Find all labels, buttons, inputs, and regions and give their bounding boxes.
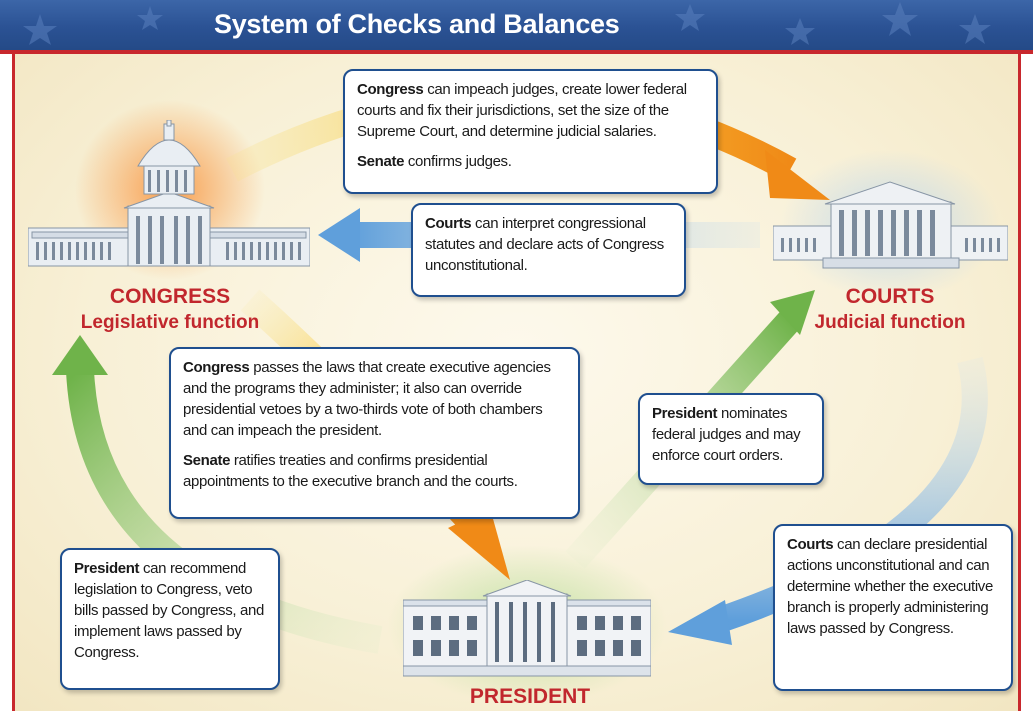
arrowhead-congress-to-president xyxy=(448,508,510,580)
arrowhead-president-to-congress xyxy=(52,335,108,375)
box-lead: President xyxy=(652,405,718,422)
box-president-to-congress: President can recommend legislation to C… xyxy=(60,548,280,690)
box-text: can declare presidential actions unconst… xyxy=(787,536,993,637)
president-label: PRESIDENT xyxy=(440,684,620,710)
star-icon xyxy=(785,18,815,45)
box-lead: Senate xyxy=(183,452,231,469)
courts-label: COURTS Judicial function xyxy=(800,284,980,336)
arrowhead-courts-to-congress xyxy=(318,208,360,262)
box-congress-to-president: Congress passes the laws that create exe… xyxy=(169,347,580,519)
box-lead: Congress xyxy=(357,81,424,98)
box-lead: President xyxy=(74,560,140,577)
star-icon xyxy=(675,4,705,31)
header-divider xyxy=(0,50,1033,54)
box-text: can interpret congressional statutes and… xyxy=(425,215,664,274)
star-icon xyxy=(882,2,918,36)
star-icon xyxy=(959,14,991,44)
courts-function: Judicial function xyxy=(814,312,966,333)
arrowhead-president-to-courts xyxy=(770,290,815,335)
box-courts-to-congress: Courts can interpret congressional statu… xyxy=(411,203,686,297)
arrowhead-courts-to-president xyxy=(668,600,732,645)
box-text: ratifies treaties and confirms president… xyxy=(183,452,518,490)
star-icon xyxy=(23,14,57,45)
page-title: System of Checks and Balances xyxy=(214,9,620,39)
capitol-building-icon xyxy=(28,120,310,267)
congress-name: CONGRESS xyxy=(109,285,231,308)
box-lead: Congress xyxy=(183,359,250,376)
box-lead: Courts xyxy=(425,215,472,232)
box-text: passes the laws that create executive ag… xyxy=(183,359,551,439)
box-courts-to-president: Courts can declare presidential actions … xyxy=(773,524,1013,691)
congress-label: CONGRESS Legislative function xyxy=(70,284,270,336)
header-banner: System of Checks and Balances xyxy=(0,0,1033,50)
box-text: nominates federal judges and may enforce… xyxy=(652,405,801,464)
supreme-court-building-icon xyxy=(773,181,1008,269)
courts-name: COURTS xyxy=(845,285,935,308)
arrowhead-congress-to-courts xyxy=(765,150,830,200)
box-president-to-courts: President nominates federal judges and m… xyxy=(638,393,824,485)
president-name: PRESIDENT xyxy=(469,685,591,708)
arrow-president-to-congress xyxy=(66,369,383,654)
star-pattern xyxy=(23,2,991,45)
congress-function: Legislative function xyxy=(80,312,260,333)
box-text: can impeach judges, create lower federal… xyxy=(357,81,687,140)
box-lead: Senate xyxy=(357,153,405,170)
box-congress-to-courts: Congress can impeach judges, create lowe… xyxy=(343,69,718,194)
star-icon xyxy=(137,6,163,30)
box-text: confirms judges. xyxy=(404,153,512,170)
white-house-building-icon xyxy=(403,580,651,677)
box-text: can recommend legislation to Congress, v… xyxy=(74,560,264,661)
box-lead: Courts xyxy=(787,536,834,553)
